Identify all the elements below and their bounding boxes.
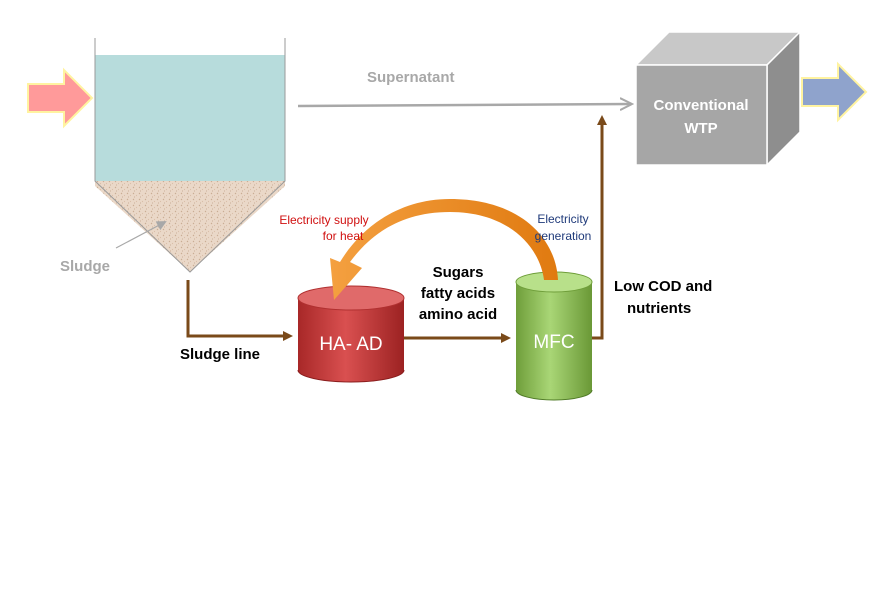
elec-supply-line1: Electricity supply	[279, 213, 368, 227]
mfc-effluent-pipe	[592, 115, 607, 340]
settling-tank-wall	[94, 38, 286, 273]
sludge-pointer	[115, 221, 167, 249]
wtp-label-line2: WTP	[684, 120, 717, 137]
supernatant-line	[297, 104, 630, 106]
elec-supply-line2: for heat	[323, 229, 364, 243]
products-line1: Sugars	[433, 264, 484, 281]
effluent-line2: nutrients	[627, 300, 691, 317]
outflow-arrow	[801, 61, 868, 123]
elec-gen-line2: generation	[535, 229, 592, 243]
inflow-arrow	[27, 67, 94, 129]
effluent-line1: Low COD and	[614, 278, 712, 295]
elec-gen-line1: Electricity	[537, 212, 588, 226]
products-line3: amino acid	[419, 306, 497, 323]
sludge-label: Sludge	[60, 258, 110, 275]
ha-ad-reactor: HA- AD	[297, 285, 405, 383]
mfc-label: MFC	[533, 332, 574, 353]
supernatant-label: Supernatant	[367, 69, 455, 86]
ha-ad-label: HA- AD	[319, 334, 382, 355]
electricity-feedback-arrow	[330, 199, 558, 300]
mfc-reactor: MFC	[515, 271, 593, 401]
wtp-label-line1: Conventional	[653, 97, 748, 114]
sludge-bed	[95, 181, 285, 272]
products-line2: fatty acids	[421, 285, 495, 302]
settling-tank-water	[95, 55, 285, 181]
wtp-box-front	[635, 64, 768, 166]
sludge-line-label: Sludge line	[180, 346, 260, 363]
sludge-line-pipe	[186, 280, 293, 341]
